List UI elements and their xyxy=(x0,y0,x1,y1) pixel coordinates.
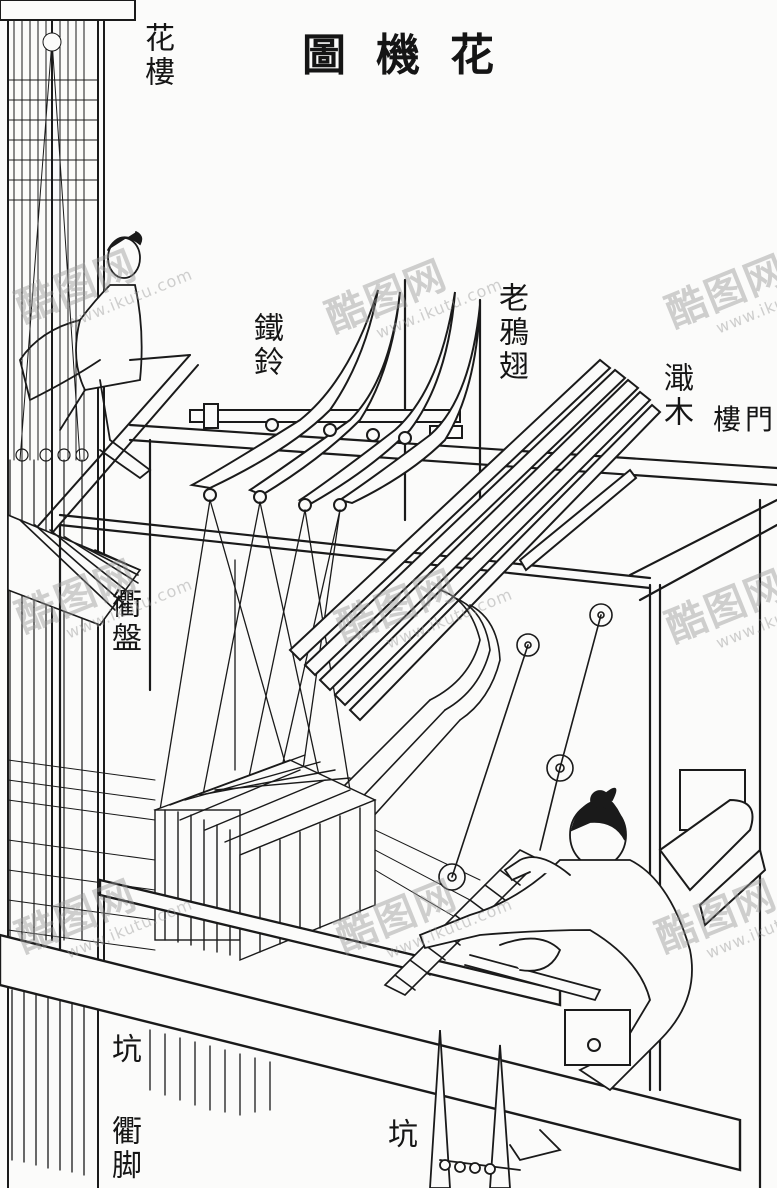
treadle-lashes xyxy=(329,589,501,821)
tower-cords xyxy=(7,19,99,461)
label-lou-men: 樓門 xyxy=(713,403,777,436)
label-qu-jiao: 衢脚 xyxy=(106,1115,141,1183)
label-keng-left: 坑 xyxy=(106,1033,141,1067)
label-tie-ling: 鐵鈴 xyxy=(248,312,283,380)
lower-weaver-figure xyxy=(418,787,693,1162)
breast-beam xyxy=(0,878,742,1172)
crow-wing-levers xyxy=(188,289,481,512)
label-keng-bottom: 坑 xyxy=(382,1118,417,1152)
cloth-roller xyxy=(564,769,767,1066)
qu-jiao-weights xyxy=(11,989,271,1176)
label-hua-lou: 花樓 xyxy=(139,22,174,90)
heddle-grid xyxy=(153,754,377,962)
qu-pan-plate xyxy=(7,513,142,626)
upper-weaver-figure xyxy=(19,231,152,480)
label-qu-pan: 衢盤 xyxy=(106,588,141,656)
right-pulleys xyxy=(438,603,613,891)
main-frame xyxy=(58,278,777,1188)
illustration-title: 圖機花 xyxy=(302,30,524,81)
label-lao-ya-chi: 老鴉翅 xyxy=(493,282,528,384)
pit-stakes xyxy=(429,1029,521,1188)
label-xi-mu: 濈木 xyxy=(658,362,693,430)
xi-mu-bars xyxy=(288,358,662,722)
